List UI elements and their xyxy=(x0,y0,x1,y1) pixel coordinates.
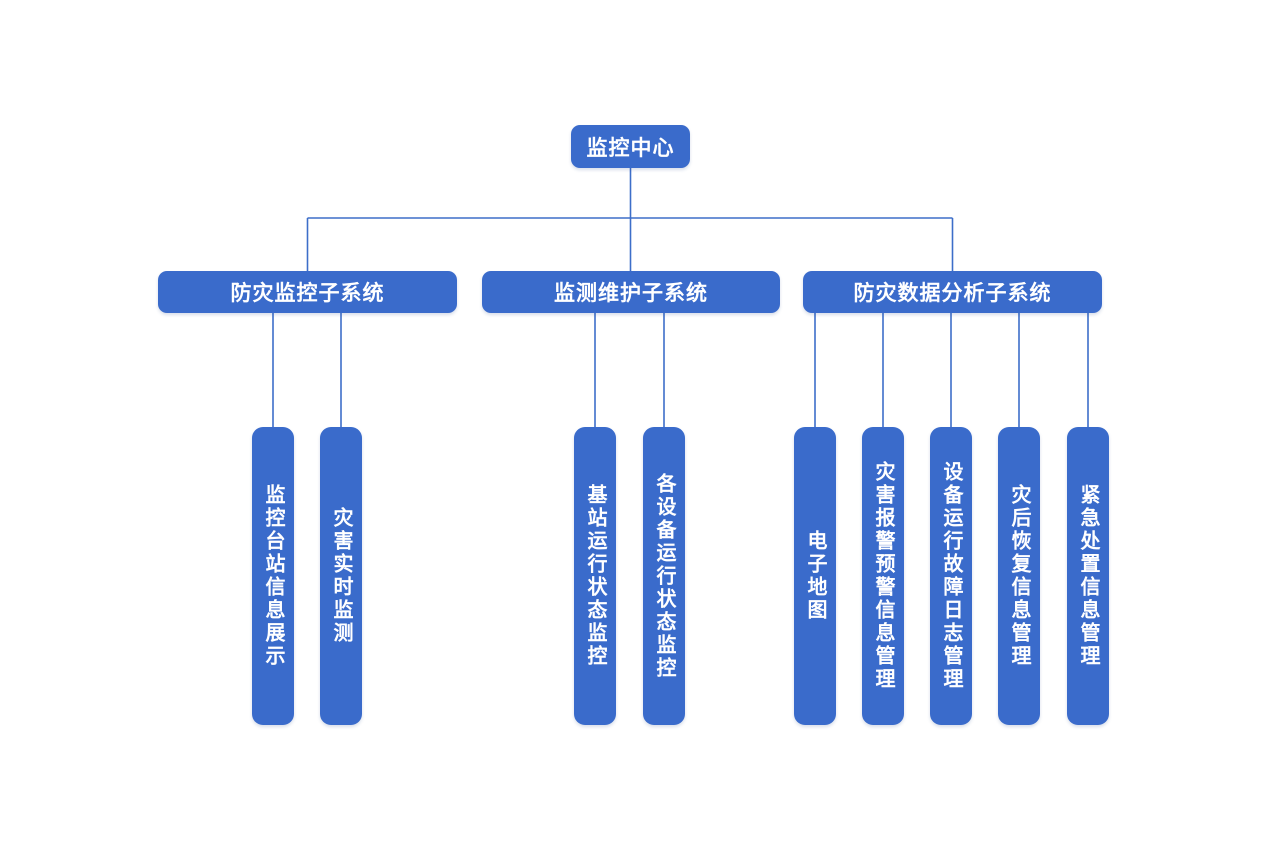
node-label: 设备运行故障日志管理 xyxy=(940,461,962,691)
node-leaf-realtime-disaster-monitoring[interactable]: 灾害实时监测 xyxy=(320,427,362,725)
node-label: 电子地图 xyxy=(804,530,826,622)
node-leaf-fault-log-management[interactable]: 设备运行故障日志管理 xyxy=(930,427,972,725)
node-leaf-alarm-warning-info-management[interactable]: 灾害报警预警信息管理 xyxy=(862,427,904,725)
node-label: 防灾数据分析子系统 xyxy=(853,282,1052,305)
node-subsystem-disaster-data-analysis[interactable]: 防灾数据分析子系统 xyxy=(803,271,1102,313)
node-leaf-emergency-disposal-info-management[interactable]: 紧急处置信息管理 xyxy=(1067,427,1109,725)
node-label: 灾后恢复信息管理 xyxy=(1008,484,1030,668)
node-label: 灾害实时监测 xyxy=(330,507,352,645)
node-label: 防灾监控子系统 xyxy=(230,282,385,305)
node-label: 监测维护子系统 xyxy=(554,282,708,305)
node-leaf-electronic-map[interactable]: 电子地图 xyxy=(794,427,836,725)
node-label: 各设备运行状态监控 xyxy=(653,472,675,680)
node-label: 监控台站信息展示 xyxy=(262,484,284,668)
node-label: 监控中心 xyxy=(586,136,675,160)
node-leaf-base-station-status-monitoring[interactable]: 基站运行状态监控 xyxy=(574,427,616,725)
node-label: 灾害报警预警信息管理 xyxy=(872,461,894,691)
node-leaf-equipment-status-monitoring[interactable]: 各设备运行状态监控 xyxy=(643,427,685,725)
node-label: 紧急处置信息管理 xyxy=(1077,484,1099,668)
node-subsystem-disaster-monitoring[interactable]: 防灾监控子系统 xyxy=(158,271,457,313)
node-leaf-post-disaster-recovery-info-management[interactable]: 灾后恢复信息管理 xyxy=(998,427,1040,725)
node-monitoring-center[interactable]: 监控中心 xyxy=(571,125,690,168)
node-leaf-station-info-display[interactable]: 监控台站信息展示 xyxy=(252,427,294,725)
node-subsystem-monitoring-maintenance[interactable]: 监测维护子系统 xyxy=(482,271,780,313)
node-label: 基站运行状态监控 xyxy=(584,484,606,668)
